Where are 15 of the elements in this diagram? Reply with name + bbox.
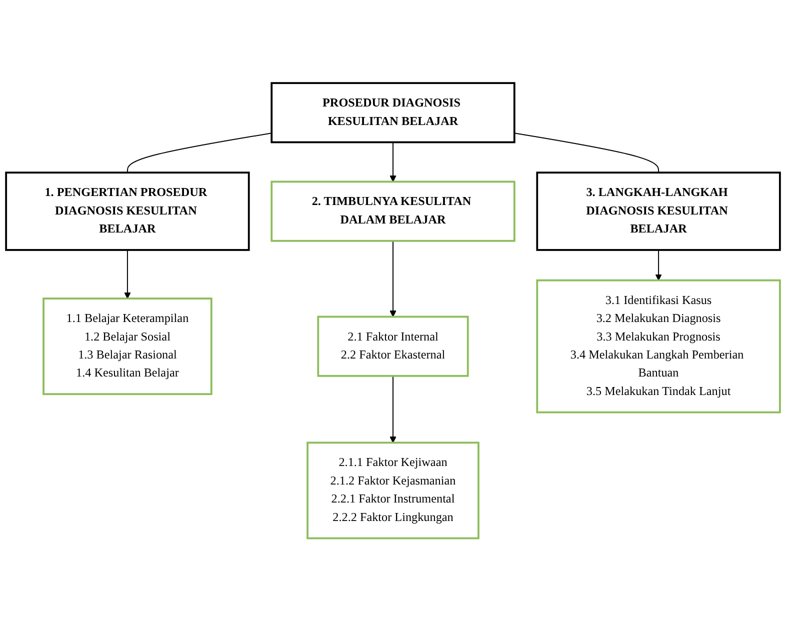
arrow [390, 240, 396, 318]
node-box: 1. PENGERTIAN PROSEDUR DIAGNOSIS KESULITAN BELAJAR [5, 172, 250, 252]
arrow [124, 250, 131, 300]
node-box: 2.1.1 Faktor Kejiwaan 2.1.2 Faktor Kejasmanian 2.2.1 Faktor Instrumental 2.2.2 Faktor Lingkungan [306, 442, 480, 540]
arrow [390, 142, 396, 182]
node-box: 3. LANGKAH-LANGKAH DIAGNOSIS KESULITAN BELAJAR [536, 172, 781, 252]
arrow [390, 376, 396, 444]
node-box: 3.1 Identifikasi Kasus 3.2 Melakukan Diagnosis 3.3 Melakukan Prognosis 3.4 Melakukan Langkah Pemberian Bantuan 3.5 Melakukan Tindak Lanjut [536, 280, 781, 414]
connector [126, 132, 272, 174]
node-box: PROSEDUR DIAGNOSIS KESULITAN BELAJAR [270, 82, 516, 144]
arrow [655, 250, 662, 281]
node-box: 2.1 Faktor Internal 2.2 Faktor Ekasternal [317, 316, 469, 378]
connector [514, 132, 660, 174]
node-box: 2. TIMBULNYA KESULITAN DALAM BELAJAR [270, 181, 516, 242]
node-box: 1.1 Belajar Keterampilan 1.2 Belajar Sosial 1.3 Belajar Rasional 1.4 Kesulitan Belajar [42, 298, 212, 396]
